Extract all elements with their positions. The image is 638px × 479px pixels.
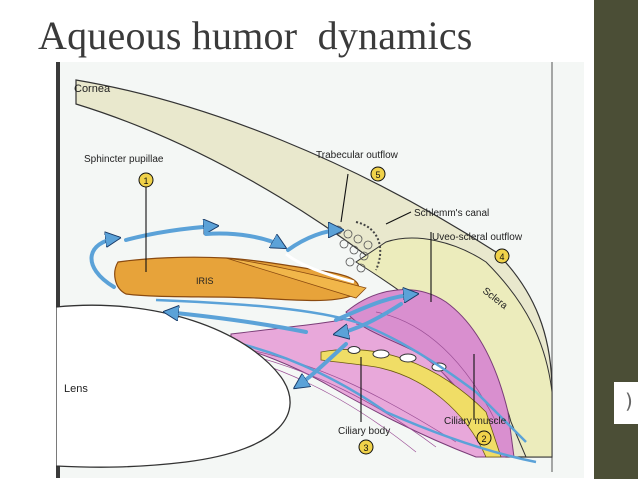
svg-text:2: 2 — [481, 434, 486, 444]
trabecular-outflow-label: Trabecular outflow — [316, 150, 399, 161]
svg-text:5: 5 — [375, 170, 380, 180]
svg-text:4: 4 — [499, 252, 504, 262]
marker-3: 3 — [358, 439, 374, 455]
svg-text:1: 1 — [143, 176, 148, 186]
iris-label: IRIS — [196, 276, 214, 286]
lens — [56, 304, 291, 468]
sidebar-tab: ) — [614, 382, 638, 424]
aqueous-humor-diagram: Cornea IRIS Lens — [56, 62, 584, 478]
schlemms-canal-label: Schlemm's canal — [414, 208, 489, 219]
marker-2: 2 — [476, 430, 492, 446]
lens-label: Lens — [64, 383, 88, 395]
marker-5: 5 — [370, 166, 386, 182]
marker-1: 1 — [138, 172, 154, 188]
aqueous-flow-arrows — [89, 226, 416, 387]
ciliary-body-label: Ciliary body — [338, 426, 390, 437]
svg-text:3: 3 — [363, 443, 368, 453]
choroid-layer — [320, 349, 502, 458]
cornea-label: Cornea — [74, 83, 111, 95]
sidebar-mark: ) — [625, 389, 633, 413]
marker-4: 4 — [494, 248, 510, 264]
schlemms-canal — [355, 221, 382, 271]
ciliary-muscle-label: Ciliary muscle — [444, 416, 507, 427]
slide-title: Aqueous humor dynamics — [38, 13, 473, 58]
uveo-scleral-outflow-label: Uveo-scleral outflow — [432, 232, 523, 243]
sphincter-pupillae-label: Sphincter pupillae — [84, 154, 164, 165]
